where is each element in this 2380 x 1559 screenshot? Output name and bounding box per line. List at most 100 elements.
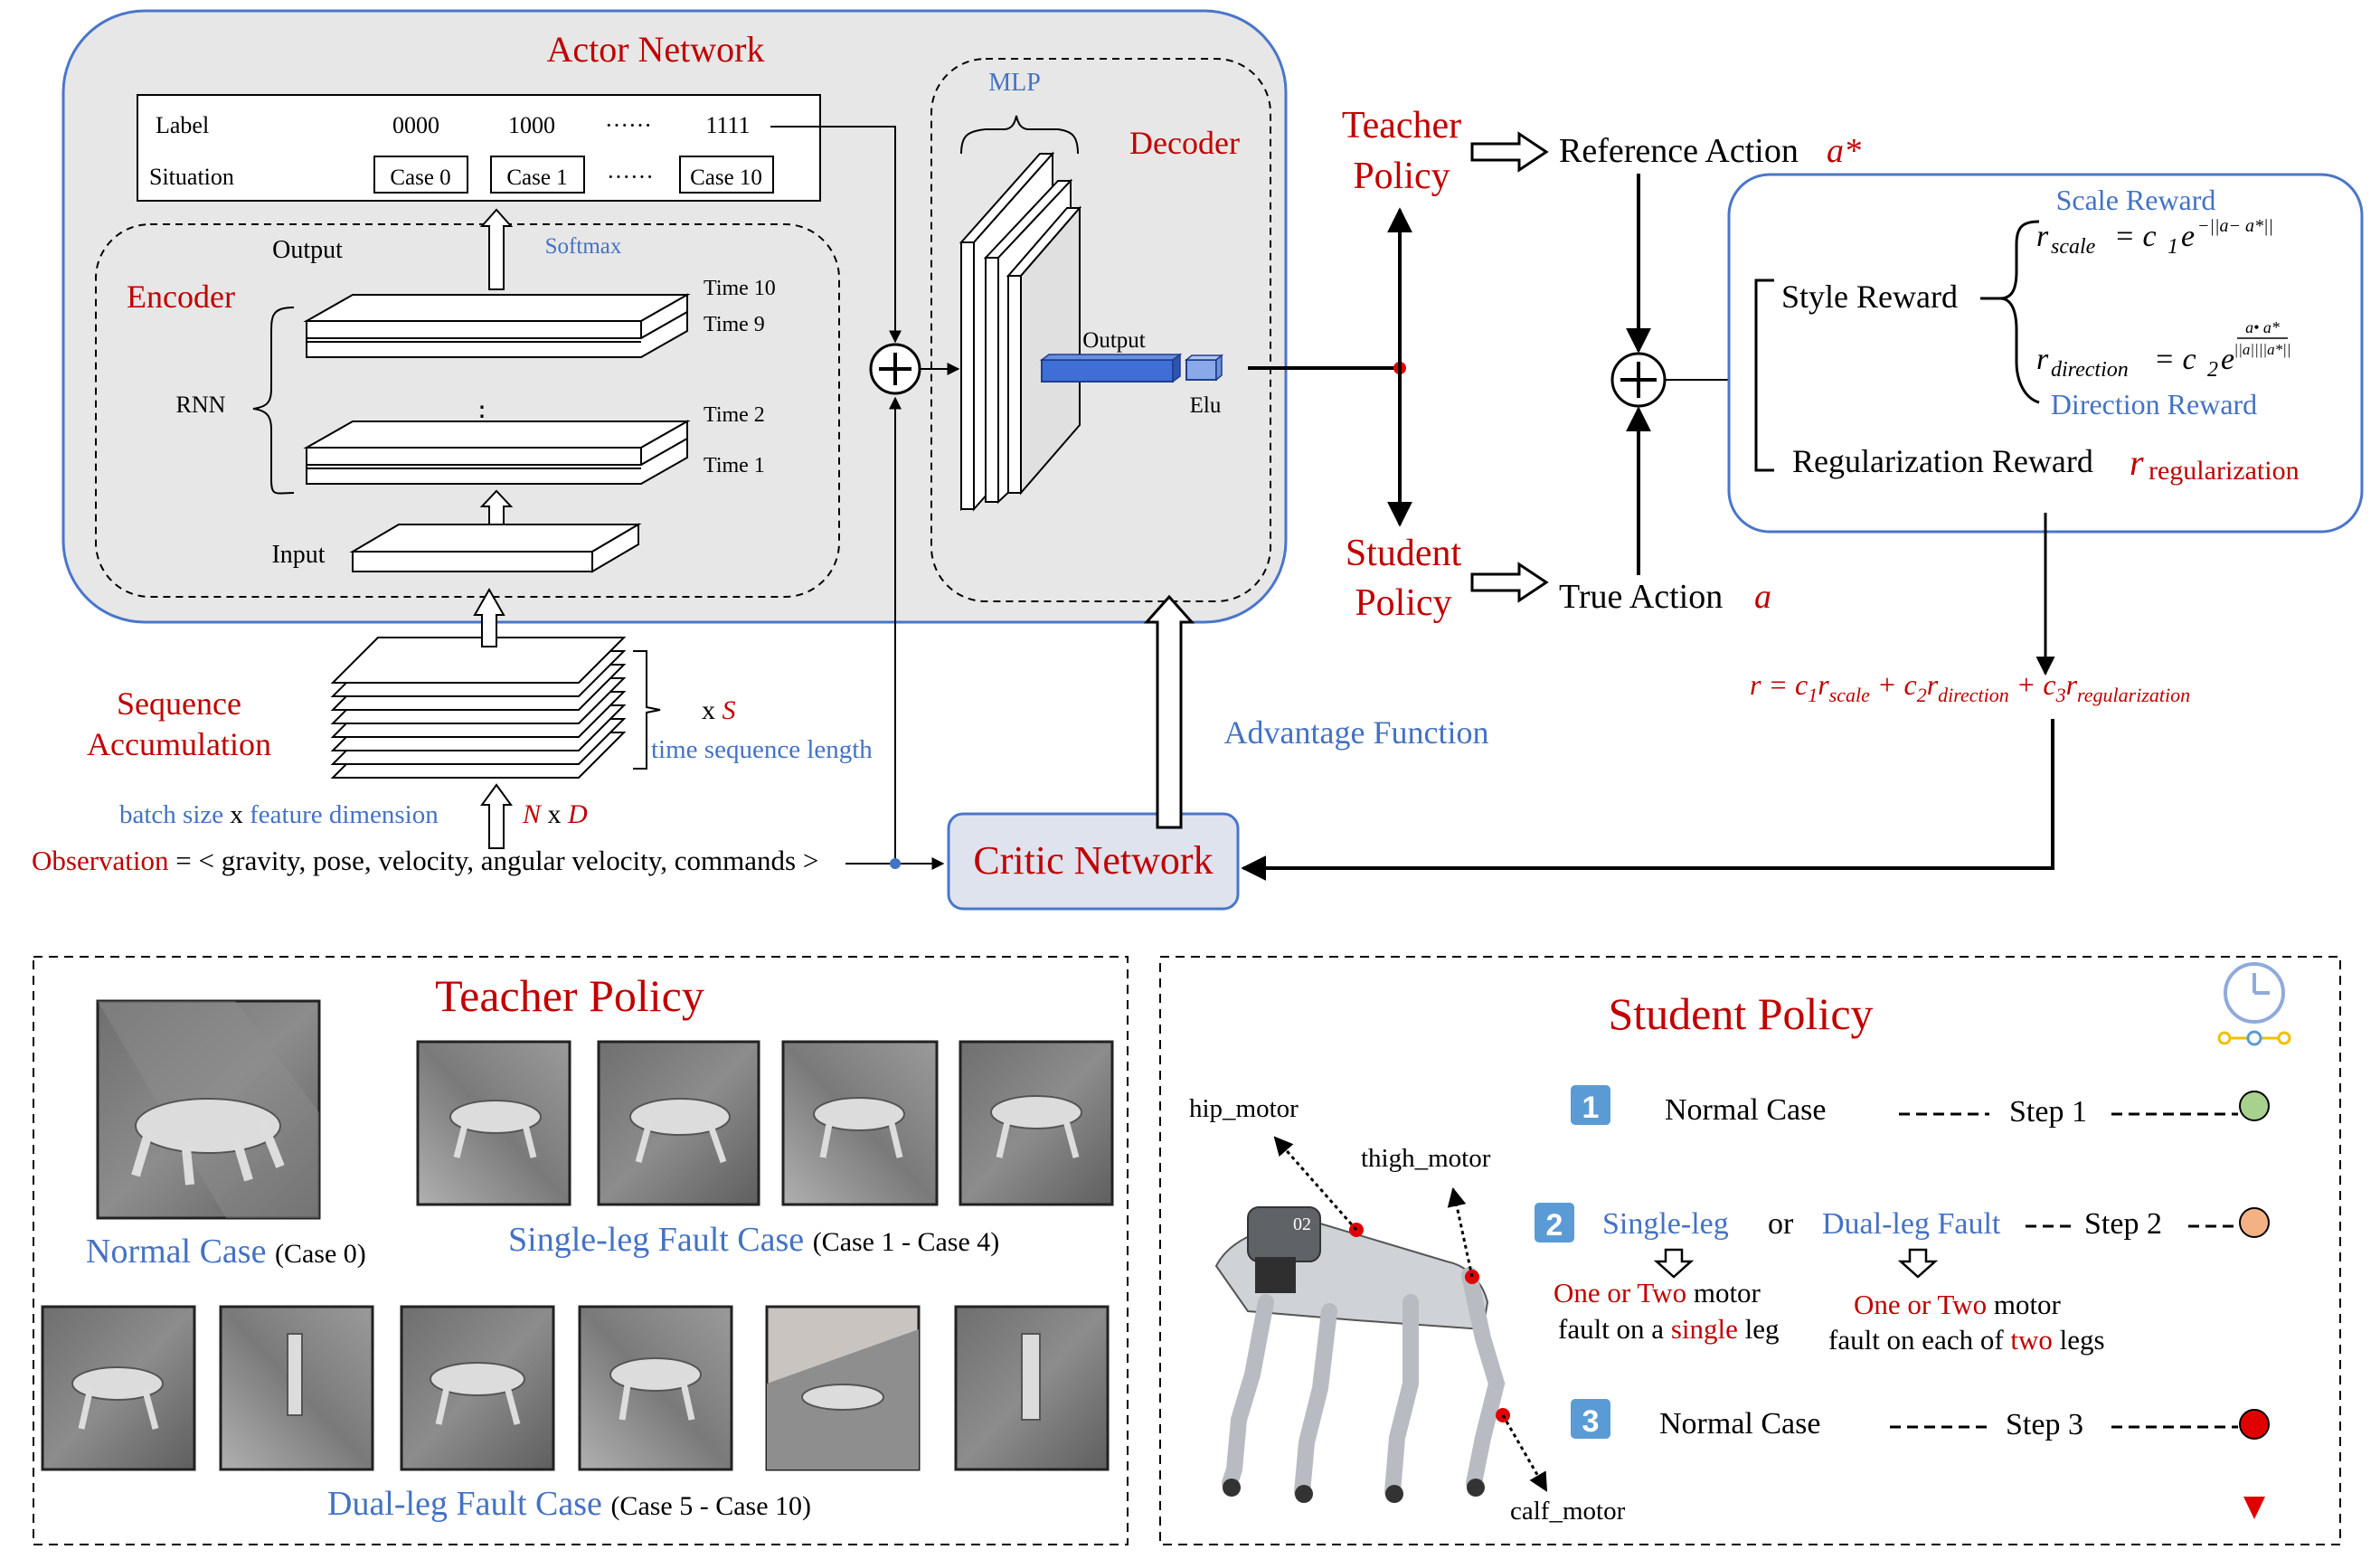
step3-marker xyxy=(2239,1409,2270,1440)
dual-leg-image-1 xyxy=(41,1305,196,1471)
dual-leg-image-2 xyxy=(219,1305,374,1471)
thigh-motor-label: thigh_motor xyxy=(1361,1144,1491,1173)
sequence-title-line1: Sequence xyxy=(117,685,241,722)
svg-text:r = c1rscale + c2rdirection +: r = c1rscale + c2rdirection + c3rregular… xyxy=(1750,668,2190,706)
step2-marker xyxy=(2239,1207,2270,1238)
direction-reward-formula: r direction = c 2 e a• a* ||a||||a*|| xyxy=(2036,318,2290,382)
regularization-reward-label: Regularization Reward xyxy=(1792,443,2093,479)
svg-text:= c: = c xyxy=(2154,343,2196,376)
time10-label: Time 10 xyxy=(704,277,776,300)
observation-line: Observation = < gravity, pose, velocity,… xyxy=(32,845,818,876)
softmax-label: Softmax xyxy=(545,234,622,259)
arrow-sequence-to-input xyxy=(473,587,505,647)
label-code-3: 1111 xyxy=(705,112,750,138)
step2-badge-number: 2 xyxy=(1546,1208,1563,1242)
svg-text:02: 02 xyxy=(1293,1214,1311,1234)
timeline-arrowhead xyxy=(2243,1497,2265,1519)
reference-action-label: Reference Action xyxy=(1559,132,1799,170)
robot-dog-image: 02 xyxy=(1214,1206,1506,1503)
decoder-box xyxy=(930,58,1271,602)
elu-label: Elu xyxy=(1190,393,1222,418)
mlp-brace xyxy=(960,115,1079,155)
reference-action-symbol: a* xyxy=(1827,132,1861,170)
n-x-d-label: N x D xyxy=(522,799,588,829)
sequence-title-line2: Accumulation xyxy=(87,726,271,762)
scale-reward-label: Scale Reward xyxy=(2056,184,2216,216)
dual-leg-caption: Dual-leg Fault Case (Case 5 - Case 10) xyxy=(327,1485,811,1523)
encoder-input-label: Input xyxy=(271,541,325,569)
step3-badge-number: 3 xyxy=(1582,1404,1600,1439)
dual-leg-images xyxy=(41,1305,1110,1471)
critic-network-box xyxy=(947,812,1240,911)
dual-leg-down-arrow xyxy=(1897,1248,1939,1279)
svg-text:a• a*: a• a* xyxy=(2245,318,2280,336)
decoder-title: Decoder xyxy=(1129,125,1240,161)
situation-row-title: Situation xyxy=(149,164,234,190)
step1-step-label: Step 1 xyxy=(2009,1095,2087,1129)
step1-badge-number: 1 xyxy=(1582,1091,1600,1125)
single-leg-caption: Single-leg Fault Case (Case 1 - Case 4) xyxy=(508,1221,999,1259)
svg-text:e: e xyxy=(2181,220,2195,253)
step1-badge xyxy=(1571,1085,1610,1125)
label-row-title: Label xyxy=(156,112,209,138)
observation-branch-point xyxy=(890,858,901,869)
rnn-layer-time2 xyxy=(303,420,691,467)
decoder-output-label: Output xyxy=(1082,328,1146,353)
single-leg-images xyxy=(416,1040,1114,1206)
sequence-xs: x S xyxy=(702,695,736,725)
encoder-output-label: Output xyxy=(272,236,343,264)
teacher-panel-title: Teacher Policy xyxy=(435,970,704,1021)
step1-marker xyxy=(2239,1091,2270,1121)
arrow-total-to-critic xyxy=(1241,719,2054,881)
arrow-label-to-concat xyxy=(770,126,902,344)
label-code-1: 1000 xyxy=(508,112,555,138)
arrow-input-to-rnn xyxy=(479,489,514,525)
svg-text:1: 1 xyxy=(2168,235,2178,259)
time1-label: Time 1 xyxy=(704,454,765,477)
single-leg-image-4 xyxy=(959,1040,1114,1206)
student-hollow-arrow xyxy=(1470,562,1549,603)
rnn-layer-time9 xyxy=(306,310,688,358)
teacher-policy-label-line2: Policy xyxy=(1353,156,1450,197)
direction-reward-label: Direction Reward xyxy=(2051,388,2257,420)
true-action-symbol: a xyxy=(1754,578,1771,616)
dual-leg-image-6 xyxy=(954,1305,1110,1471)
input-layer xyxy=(349,523,642,573)
svg-text:= c: = c xyxy=(2114,220,2157,253)
elu-block xyxy=(1184,354,1224,382)
true-action-label: True Action xyxy=(1559,578,1723,616)
case-10-label: Case 10 xyxy=(690,165,762,190)
dual-leg-image-5 xyxy=(765,1305,921,1471)
dual-leg-desc-line2: fault on each of two legs xyxy=(1828,1324,2105,1356)
decoder-output-bar xyxy=(1039,353,1183,383)
svg-text:regularization: regularization xyxy=(2149,456,2300,486)
student-panel xyxy=(1159,956,2341,1545)
label-code-0: 0000 xyxy=(392,112,439,138)
svg-text:r: r xyxy=(2036,343,2049,376)
teacher-hollow-arrow xyxy=(1470,131,1549,173)
dual-leg-image-4 xyxy=(578,1305,733,1471)
student-policy-label-line1: Student xyxy=(1346,533,1462,574)
single-leg-desc-line1: One or Two motor xyxy=(1554,1277,1761,1309)
reward-main-brace xyxy=(1754,279,1774,472)
clock-icon xyxy=(2217,962,2291,1046)
calf-motor-pointer xyxy=(1501,1414,1548,1492)
teacher-policy-label-line1: Teacher xyxy=(1342,105,1461,146)
svg-text:−||a− a*||: −||a− a*|| xyxy=(2197,216,2273,236)
case-0-box xyxy=(373,156,468,194)
rnn-layer-time10 xyxy=(303,293,691,340)
regularization-symbol: r regularization xyxy=(2130,442,2300,486)
arrow-rnn-to-output xyxy=(479,208,514,290)
time-sequence-length-label: time sequence length xyxy=(651,735,873,764)
svg-text:||a||||a*||: ||a||||a*|| xyxy=(2234,341,2291,358)
single-leg-image-3 xyxy=(781,1040,939,1206)
single-leg-option: Single-leg xyxy=(1602,1207,1729,1241)
scale-reward-formula: r scale = c 1 e −||a− a*|| xyxy=(2036,216,2273,259)
rnn-layer-time1 xyxy=(306,437,688,485)
style-reward-label: Style Reward xyxy=(1781,279,1958,315)
step1-label: Normal Case xyxy=(1665,1093,1826,1127)
critic-network-label: Critic Network xyxy=(973,838,1213,883)
case-1-label: Case 1 xyxy=(506,165,567,190)
normal-case-caption: Normal Case (Case 0) xyxy=(86,1233,366,1271)
